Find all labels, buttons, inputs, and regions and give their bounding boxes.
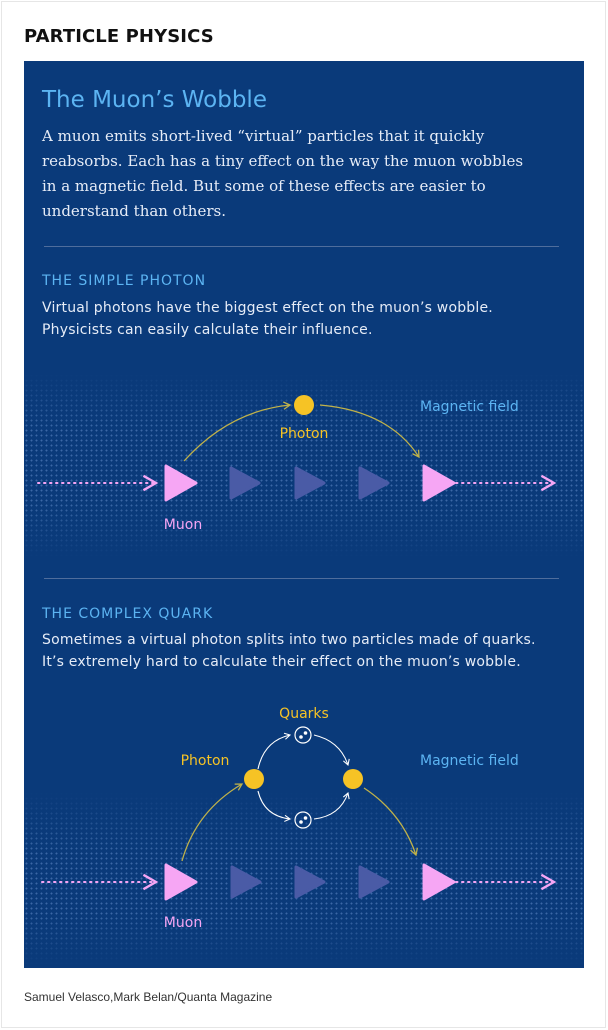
muon-ghost-triangle [358,466,390,500]
quark-split-arrow-down [257,790,292,822]
quark-split-arrow-up [257,732,292,770]
muon-label: Muon [164,517,202,533]
quark-pair-icon [294,811,312,829]
complex-quark-heading: THE COMPLEX QUARK [42,606,214,622]
muon-ghost-triangle [294,466,326,500]
image-credit: Samuel Velasco,Mark Belan/Quanta Magazin… [24,990,273,1004]
intro-paragraph: A muon emits short-lived “virtual” parti… [42,127,524,220]
infographic-title: The Muon’s Wobble [42,87,267,113]
photon-absorption-arrow [363,787,419,857]
muon-diagrams: Photon Magnetic field Muon [37,395,557,931]
photon-emission-arrow [183,401,292,462]
muon-ghost-triangle [229,466,261,500]
simple-photon-diagram: Photon Magnetic field Muon [37,395,557,533]
simple-photon-text: Virtual photons have the biggest effect … [42,300,493,338]
photon-emission-arrow [181,783,244,862]
photon-label: Photon [280,426,329,442]
muon-ghost-triangle [294,865,326,899]
muon-ghost-triangle [230,865,262,899]
muon-ghost-triangle [358,865,390,899]
photon-absorption-arrow [319,404,420,459]
muon-triangle-start [164,863,198,901]
photon-dot-merge [343,769,363,789]
photon-dot [294,395,314,415]
section-label: PARTICLE PHYSICS [24,26,214,47]
quark-pair-icon [294,726,312,744]
quarks-label: Quarks [279,706,329,722]
magnetic-field-label: Magnetic field [420,399,519,415]
divider-top [44,246,559,247]
simple-photon-heading: THE SIMPLE PHOTON [42,273,207,289]
complex-quark-diagram: Quarks Photon Magnetic field Muon [41,706,557,931]
photon-dot-split [244,769,264,789]
muon-triangle-start [164,464,198,502]
quark-merge-arrow-down [313,791,350,820]
complex-quark-text: Sometimes a virtual photon splits into t… [42,632,536,670]
infographic-panel: The Muon’s Wobble A muon emits short-liv… [24,61,584,968]
muon-triangle-end [422,863,456,901]
divider-middle [44,578,559,579]
muon-label: Muon [164,915,202,931]
magnetic-field-label: Magnetic field [420,753,519,769]
muon-triangle-end [422,464,456,502]
quark-merge-arrow-up [313,734,350,767]
photon-label: Photon [181,753,230,769]
